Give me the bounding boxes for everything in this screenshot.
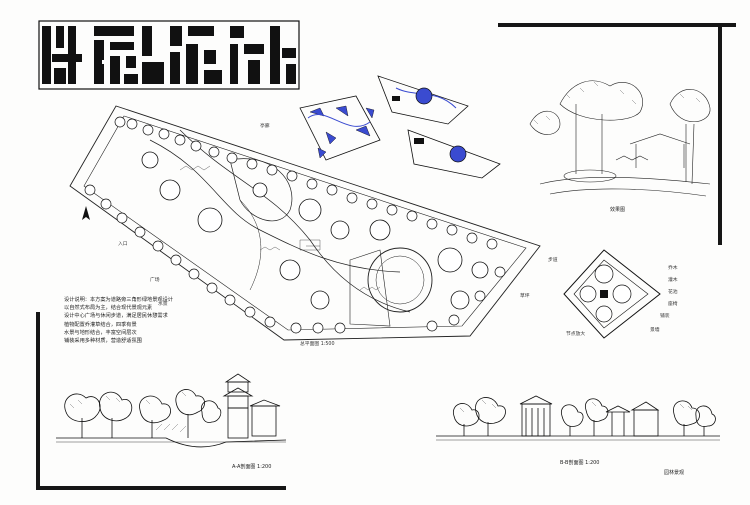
detail-label-4: 座椅 (668, 302, 678, 307)
site-boundary (69, 105, 541, 341)
north-arrow-icon (82, 206, 90, 220)
section-b-caption: B-B剖面图 1:200 (560, 460, 600, 466)
design-note-line: 以自然式布局为主，结合现代景观元素 (64, 305, 153, 312)
plan-label-3: 水景 (158, 302, 168, 307)
title-lettering-graphic (38, 20, 300, 90)
frame-line-top-right (498, 23, 736, 27)
perspective-sketch (529, 80, 711, 197)
design-note-line: 铺装采用多种材质，营造舒适氛围 (64, 338, 142, 345)
plan-label-5: 草坪 (520, 294, 530, 299)
design-note-line: 设计中心广场与休闲步道，满足居民休憩需求 (64, 313, 168, 320)
analysis-diagrams (299, 75, 501, 179)
plan-label-6: 步道 (548, 258, 558, 263)
design-note-line: 设计说明：本方案为道路旁三角形绿地景观设计 (64, 297, 173, 303)
plan-caption: 总平面图 1:500 (300, 342, 335, 347)
section-a-drawing (56, 373, 286, 448)
perspective-caption: 效果图 (610, 207, 626, 213)
title-block (38, 20, 300, 90)
frame-line-bottom (36, 486, 286, 490)
detail-label-1: 乔木 (668, 266, 678, 271)
plan-label-4: 亭廊 (260, 124, 270, 129)
plaza-circle (367, 247, 433, 313)
section-a-caption: A-A剖面图 1:200 (232, 464, 272, 470)
design-note-line: 植物配置乔灌草结合，四季有景 (64, 321, 137, 328)
detail-plan (563, 249, 661, 339)
design-note-line: 水景与地形结合，丰富空间层次 (64, 329, 137, 336)
frame-line-left (36, 312, 40, 490)
detail-label-3: 花池 (668, 290, 678, 295)
signature: 园林景观 (664, 470, 685, 476)
frame-line-right (718, 23, 722, 245)
detail-label-2: 灌木 (668, 278, 678, 283)
detail-caption: 节点放大 (566, 332, 586, 337)
detail-label-6: 景墙 (650, 328, 660, 333)
design-notes: 设计说明：本方案为道路旁三角形绿地景观设计 以自然式布局为主，结合现代景观元素 … (64, 296, 274, 345)
plan-label-2: 广场 (150, 278, 160, 283)
section-b-drawing (436, 395, 720, 441)
plan-label-1: 入口 (118, 242, 128, 247)
site-plan (69, 105, 541, 341)
detail-label-5: 铺装 (660, 314, 670, 319)
